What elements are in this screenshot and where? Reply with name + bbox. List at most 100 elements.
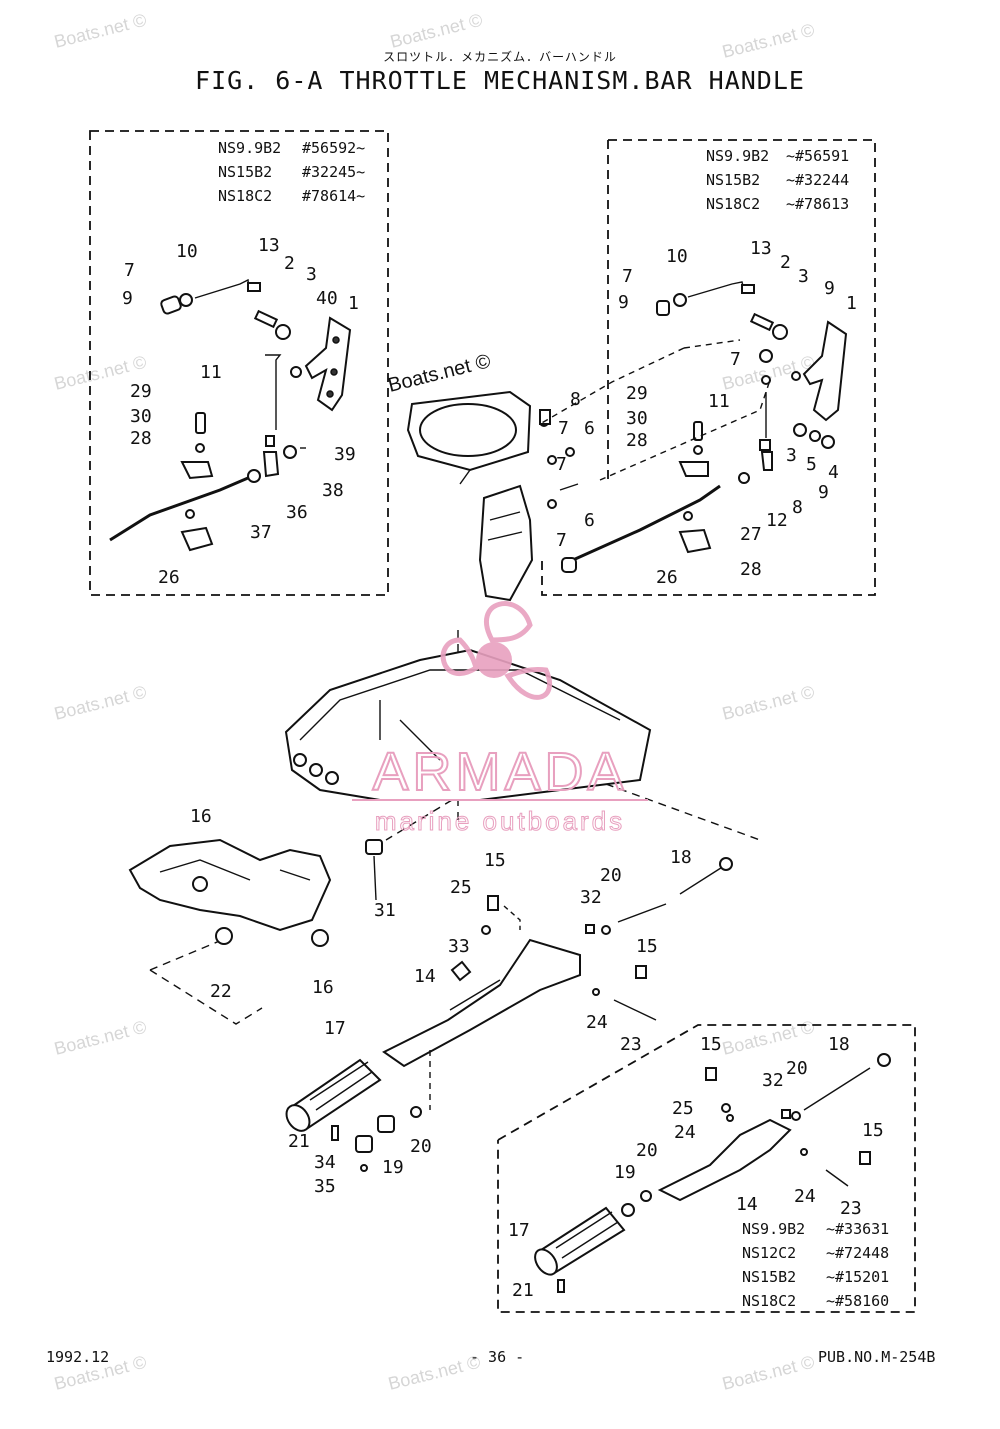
figure-title: FIG. 6-A THROTTLE MECHANISM.BAR HANDLE	[195, 66, 805, 95]
part-7-bush	[673, 293, 687, 307]
site-watermark: Boats.net ©	[52, 1017, 148, 1059]
model: NS12C2	[742, 1244, 796, 1262]
part-20	[410, 1106, 422, 1118]
callout-number: 11	[708, 391, 730, 412]
part-34	[355, 1135, 373, 1153]
site-watermark-dark: Boats.net ©	[386, 350, 493, 397]
armada-tagline: marine outboards	[375, 806, 625, 836]
part-9-collar	[160, 295, 182, 315]
callout-number: 5	[806, 454, 817, 475]
part-19	[621, 1203, 635, 1217]
part-40	[290, 366, 302, 378]
part-35	[360, 1164, 368, 1172]
site-watermark: Boats.net ©	[720, 1352, 816, 1394]
callout-number: 7	[558, 418, 569, 439]
part-9-collar	[656, 300, 670, 316]
callout-number: 4	[828, 462, 839, 483]
callout-number: 20	[636, 1140, 658, 1161]
callout-number: 1	[846, 293, 857, 314]
part-14-handle-arm	[657, 1118, 792, 1202]
callout-number: 11	[200, 362, 222, 383]
callout-number: 9	[122, 288, 133, 309]
steering-bracket	[128, 838, 383, 947]
bottom-right-model-list: NS9.9B2 ~#33631 NS12C2 ~#72448 NS15B2 ~#…	[742, 1220, 889, 1310]
model: NS18C2	[218, 187, 272, 205]
part-32	[585, 924, 595, 934]
callout-number: 23	[620, 1034, 642, 1055]
serial: ~#32244	[786, 171, 849, 189]
part-11-rod	[265, 354, 282, 430]
callout-number: 25	[450, 877, 472, 898]
callout-number: 26	[158, 567, 180, 588]
part-26-cable	[109, 476, 249, 542]
callout-number: 2	[284, 253, 295, 274]
armada-wordmark: ARMADA	[372, 742, 627, 802]
part-33	[450, 960, 472, 982]
model: NS9.9B2	[706, 147, 769, 165]
callout-number: 17	[324, 1018, 346, 1039]
serial: #56592~	[302, 139, 365, 157]
part-15-bolt	[705, 1067, 717, 1081]
callout-number: 33	[448, 936, 470, 957]
callout-number: 36	[286, 502, 308, 523]
part-13	[247, 282, 261, 292]
callout-number: 14	[736, 1194, 758, 1215]
part-15-bolt	[487, 895, 499, 911]
callout-number: 15	[700, 1034, 722, 1055]
serial: #32245~	[302, 163, 365, 181]
part-23-bolt	[613, 999, 657, 1021]
callout-number: 8	[792, 497, 803, 518]
callout-number: 13	[750, 238, 772, 259]
serial: ~#33631	[826, 1220, 889, 1238]
callout-number: 40	[316, 288, 338, 309]
figure-subtitle: スロツトル．メカニズム．バーハンドル	[383, 50, 617, 64]
top-left-model-list: NS9.9B2 #56592~ NS15B2 #32245~ NS18C2 #7…	[218, 139, 365, 205]
serial: ~#15201	[826, 1268, 889, 1286]
callout-number: 31	[374, 900, 396, 921]
callout-number: 19	[614, 1162, 636, 1183]
callout-number: 15	[636, 936, 658, 957]
callout-number: 30	[130, 406, 152, 427]
part-18-throttle-rod	[617, 903, 667, 923]
callout-number: 26	[656, 567, 678, 588]
callout-number: 29	[626, 383, 648, 404]
callout-number: 20	[786, 1058, 808, 1079]
part-10-link-rod	[687, 281, 745, 298]
part-30	[195, 443, 205, 453]
serial: ~#78613	[786, 195, 849, 213]
callout-number: 9	[818, 482, 829, 503]
site-watermark: Boats.net ©	[52, 10, 148, 52]
throttle-bracket	[478, 484, 534, 602]
callout-number: 14	[414, 966, 436, 987]
part-21	[331, 1125, 339, 1141]
callout-number: 28	[130, 428, 152, 449]
callout-number: 20	[600, 865, 622, 886]
callout-number: 23	[840, 1198, 862, 1219]
part-38	[283, 445, 297, 459]
callout-number: 16	[190, 806, 212, 827]
part-10-link-rod	[194, 278, 250, 299]
callout-number: 3	[798, 266, 809, 287]
site-watermark: Boats.net ©	[720, 1017, 816, 1059]
callout-number: 7	[556, 530, 567, 551]
footer-publication-number: PUB.NO.M-254B	[818, 1348, 936, 1366]
part-7-bush	[179, 293, 193, 307]
callout-number: 10	[176, 241, 198, 262]
serial: ~#72448	[826, 1244, 889, 1262]
callout-number: 10	[666, 246, 688, 267]
site-watermark: Boats.net ©	[720, 682, 816, 724]
callout-number: 35	[314, 1176, 336, 1197]
box-top-left	[89, 130, 389, 596]
part-2	[253, 309, 279, 329]
box-top-right	[541, 139, 876, 596]
model: NS18C2	[742, 1292, 796, 1310]
footer-date: 1992.12	[46, 1348, 110, 1366]
part-37	[247, 469, 261, 483]
callout-number: 34	[314, 1152, 336, 1173]
site-watermark: Boats.net ©	[52, 682, 148, 724]
callout-number: 15	[862, 1120, 884, 1141]
callout-number: 7	[556, 454, 567, 475]
callout-number: 7	[124, 260, 135, 281]
callout-number: 13	[258, 235, 280, 256]
